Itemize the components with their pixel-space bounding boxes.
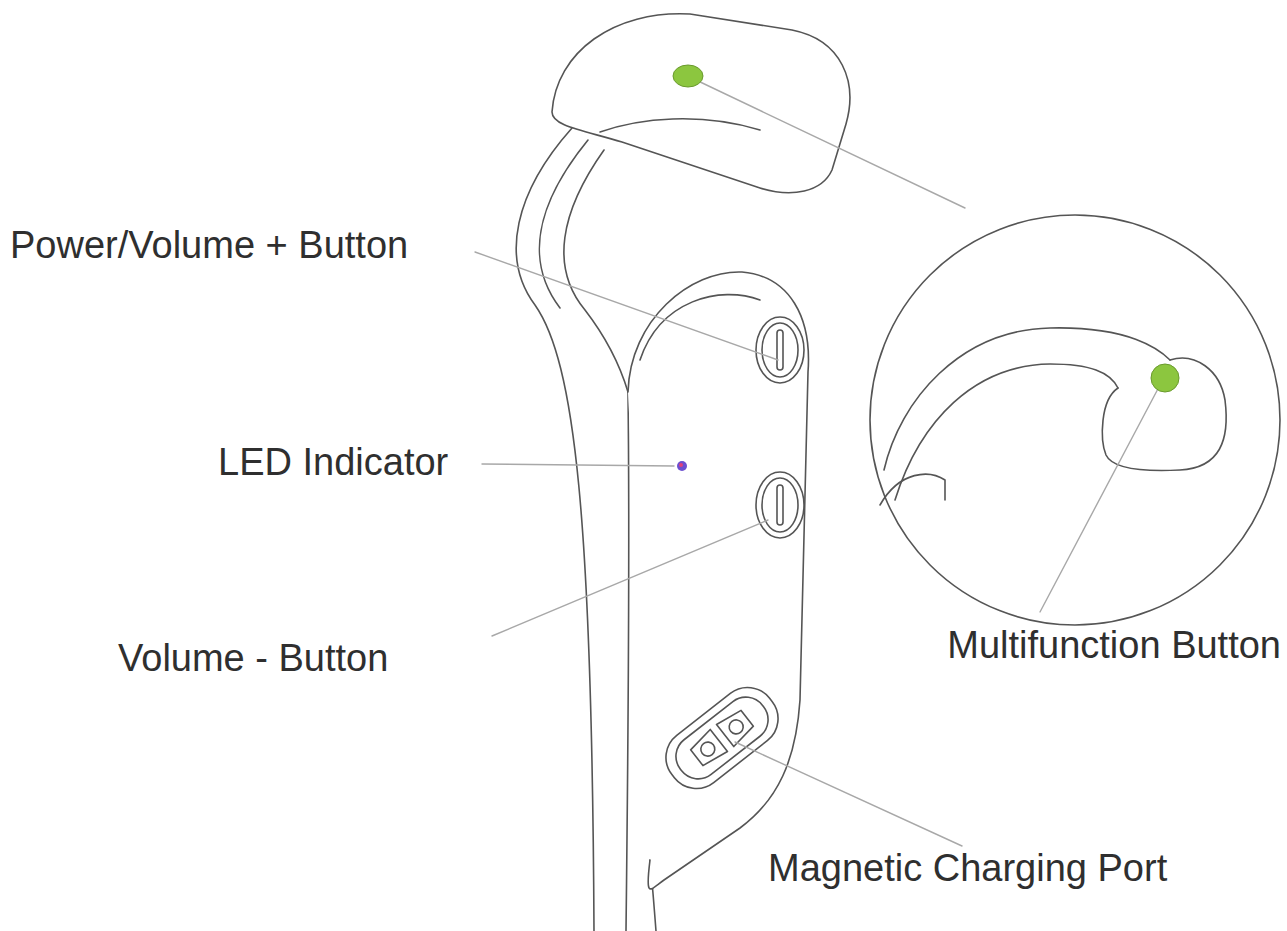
leader-line (735, 742, 962, 846)
part-label: Volume - Button (118, 636, 388, 680)
inset-hook-inner (895, 364, 1118, 500)
volume-down-slot (777, 485, 783, 525)
power-button-ring (762, 323, 798, 377)
part-label: Power/Volume + Button (10, 223, 408, 267)
leader-lines (475, 80, 1160, 846)
inset-circle (870, 215, 1280, 625)
part-label: Magnetic Charging Port (768, 846, 1167, 890)
part-label: LED Indicator (218, 440, 448, 484)
charging-pin (726, 717, 746, 737)
pad-edge (600, 119, 760, 132)
ear-hook-inner (564, 150, 628, 392)
volume-down-button (756, 472, 804, 538)
leader-line (475, 252, 778, 360)
leader-line (1040, 385, 1160, 612)
leader-line (696, 80, 965, 208)
volume-down-ring (762, 478, 798, 532)
pod-edge (640, 295, 760, 360)
charging-pin-frame (688, 707, 756, 768)
charging-port-inner (667, 689, 776, 788)
leader-line (482, 464, 674, 466)
led-dot (677, 461, 687, 471)
band-inner (626, 392, 629, 931)
power-button (756, 317, 804, 383)
inset-multifunction-dot (1151, 364, 1179, 392)
ear-hook (516, 128, 594, 931)
charging-pin (698, 739, 718, 759)
multifunction-button-dot (673, 65, 703, 87)
control-pod (628, 272, 808, 889)
power-button-slot (777, 330, 783, 370)
inset-pod (1102, 358, 1226, 470)
charging-port (655, 676, 790, 800)
ear-hook-mid (539, 140, 588, 308)
led-dot-center (679, 463, 683, 467)
transducer-pad (552, 14, 850, 193)
part-label: Multifunction Button (947, 623, 1281, 667)
leader-line (492, 520, 768, 636)
inset-band (880, 474, 945, 505)
